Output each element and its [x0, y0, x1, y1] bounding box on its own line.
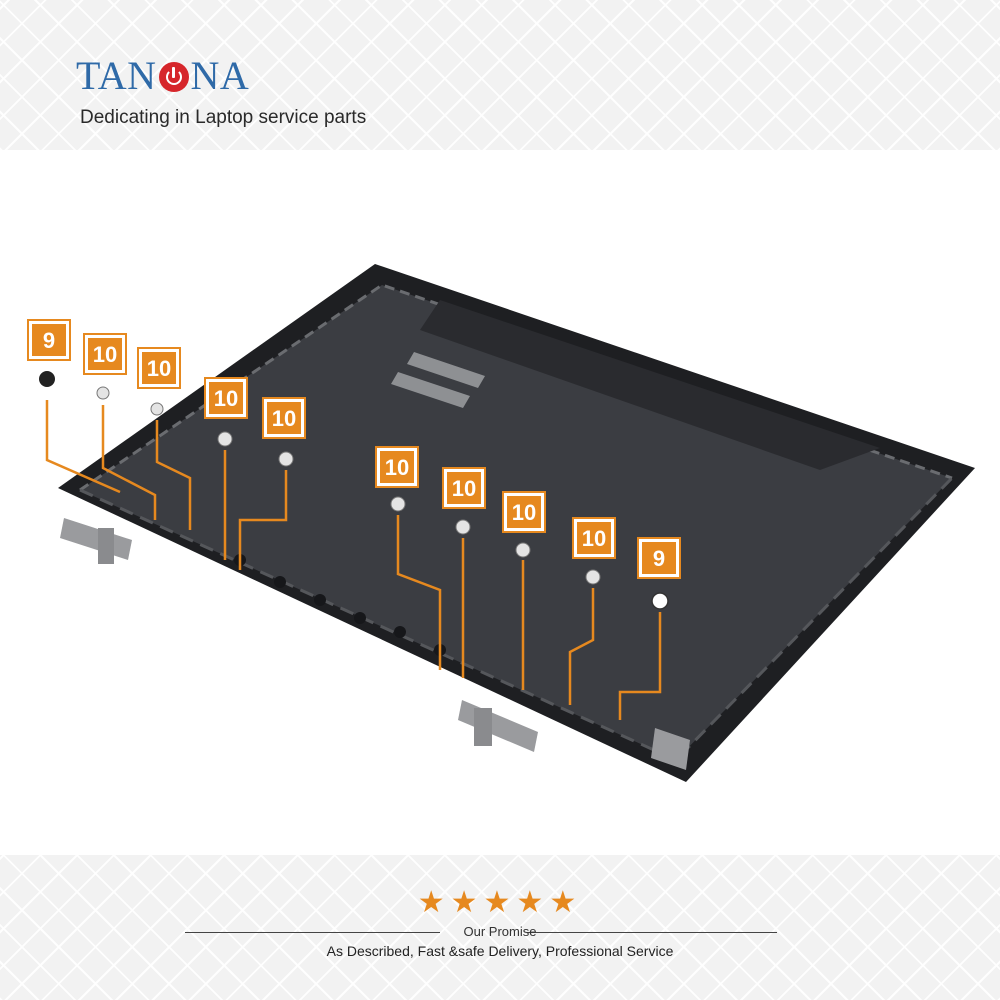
callout-2: 10 — [83, 333, 127, 375]
screw-icon — [278, 451, 294, 467]
screw-icon — [585, 569, 601, 585]
callout-label: 10 — [452, 476, 476, 501]
rubber-foot-icon — [39, 371, 55, 387]
callout-box-fill — [267, 402, 301, 434]
rubber-foot-icon — [651, 592, 669, 610]
hinge-bolts — [234, 554, 446, 656]
promise-divider-right — [527, 932, 777, 933]
promise-divider-left — [185, 932, 440, 933]
screw-icon — [217, 431, 233, 447]
callout-box-fill — [32, 324, 66, 356]
callout-7: 10 — [442, 467, 486, 509]
screw-icon — [455, 519, 471, 535]
callout-label: 10 — [582, 526, 606, 551]
screw-icons — [39, 371, 669, 610]
callout-label: 10 — [147, 356, 171, 381]
callout-label: 10 — [93, 342, 117, 367]
callout-4: 10 — [204, 377, 248, 419]
callout-leader-lines — [45, 400, 662, 720]
rating-stars: ★★★★★ — [417, 886, 583, 919]
callout-label: 10 — [272, 406, 296, 431]
callout-label: 9 — [43, 328, 55, 353]
callout-box-fill — [642, 542, 676, 574]
hinge-center — [458, 700, 538, 752]
callout-label: 9 — [653, 546, 665, 571]
callout-10: 9 — [637, 537, 681, 579]
callout-label: 10 — [385, 455, 409, 480]
callout-box-fill — [447, 472, 481, 504]
laptop-back-cover-diagram: 9 10 10 10 10 10 10 10 10 9 — [27, 264, 975, 782]
brand-logo-prefix: TAN — [76, 53, 157, 98]
callout-9: 10 — [572, 517, 616, 559]
cover-sticker-1 — [407, 352, 485, 388]
callout-box-fill — [380, 451, 414, 483]
screw-icon — [515, 542, 531, 558]
callout-box-fill — [88, 338, 122, 370]
footer-background — [0, 855, 1000, 1000]
callout-6: 10 — [375, 446, 419, 488]
screw-icon — [390, 496, 406, 512]
screw-icon — [96, 386, 110, 400]
promise-text: As Described, Fast &safe Delivery, Profe… — [326, 943, 674, 959]
callout-3: 10 — [137, 347, 181, 389]
screw-icon — [150, 402, 164, 416]
callout-boxes: 9 10 10 10 10 10 10 10 10 9 — [27, 319, 681, 579]
header-background — [0, 0, 1000, 150]
cover-sticker-2 — [391, 372, 470, 408]
tagline: Dedicating in Laptop service parts — [80, 107, 367, 128]
callout-box-fill — [577, 522, 611, 554]
power-icon — [158, 62, 189, 92]
bezel-rim-left — [79, 283, 953, 492]
hinge-right — [651, 728, 690, 770]
callout-box-fill — [507, 496, 541, 528]
hinge-left — [60, 518, 132, 564]
callout-box-fill — [209, 382, 243, 414]
callout-label: 10 — [214, 386, 238, 411]
promise-title: Our Promise — [463, 924, 537, 939]
brand-logo-suffix: NA — [190, 53, 250, 98]
callout-1: 9 — [27, 319, 71, 361]
callout-box-fill — [142, 352, 176, 384]
cover-shading — [420, 300, 880, 470]
brand-logo: TAN NA — [76, 56, 249, 96]
callout-5: 10 — [262, 397, 306, 439]
callout-label: 10 — [512, 500, 536, 525]
callout-8: 10 — [502, 491, 546, 533]
